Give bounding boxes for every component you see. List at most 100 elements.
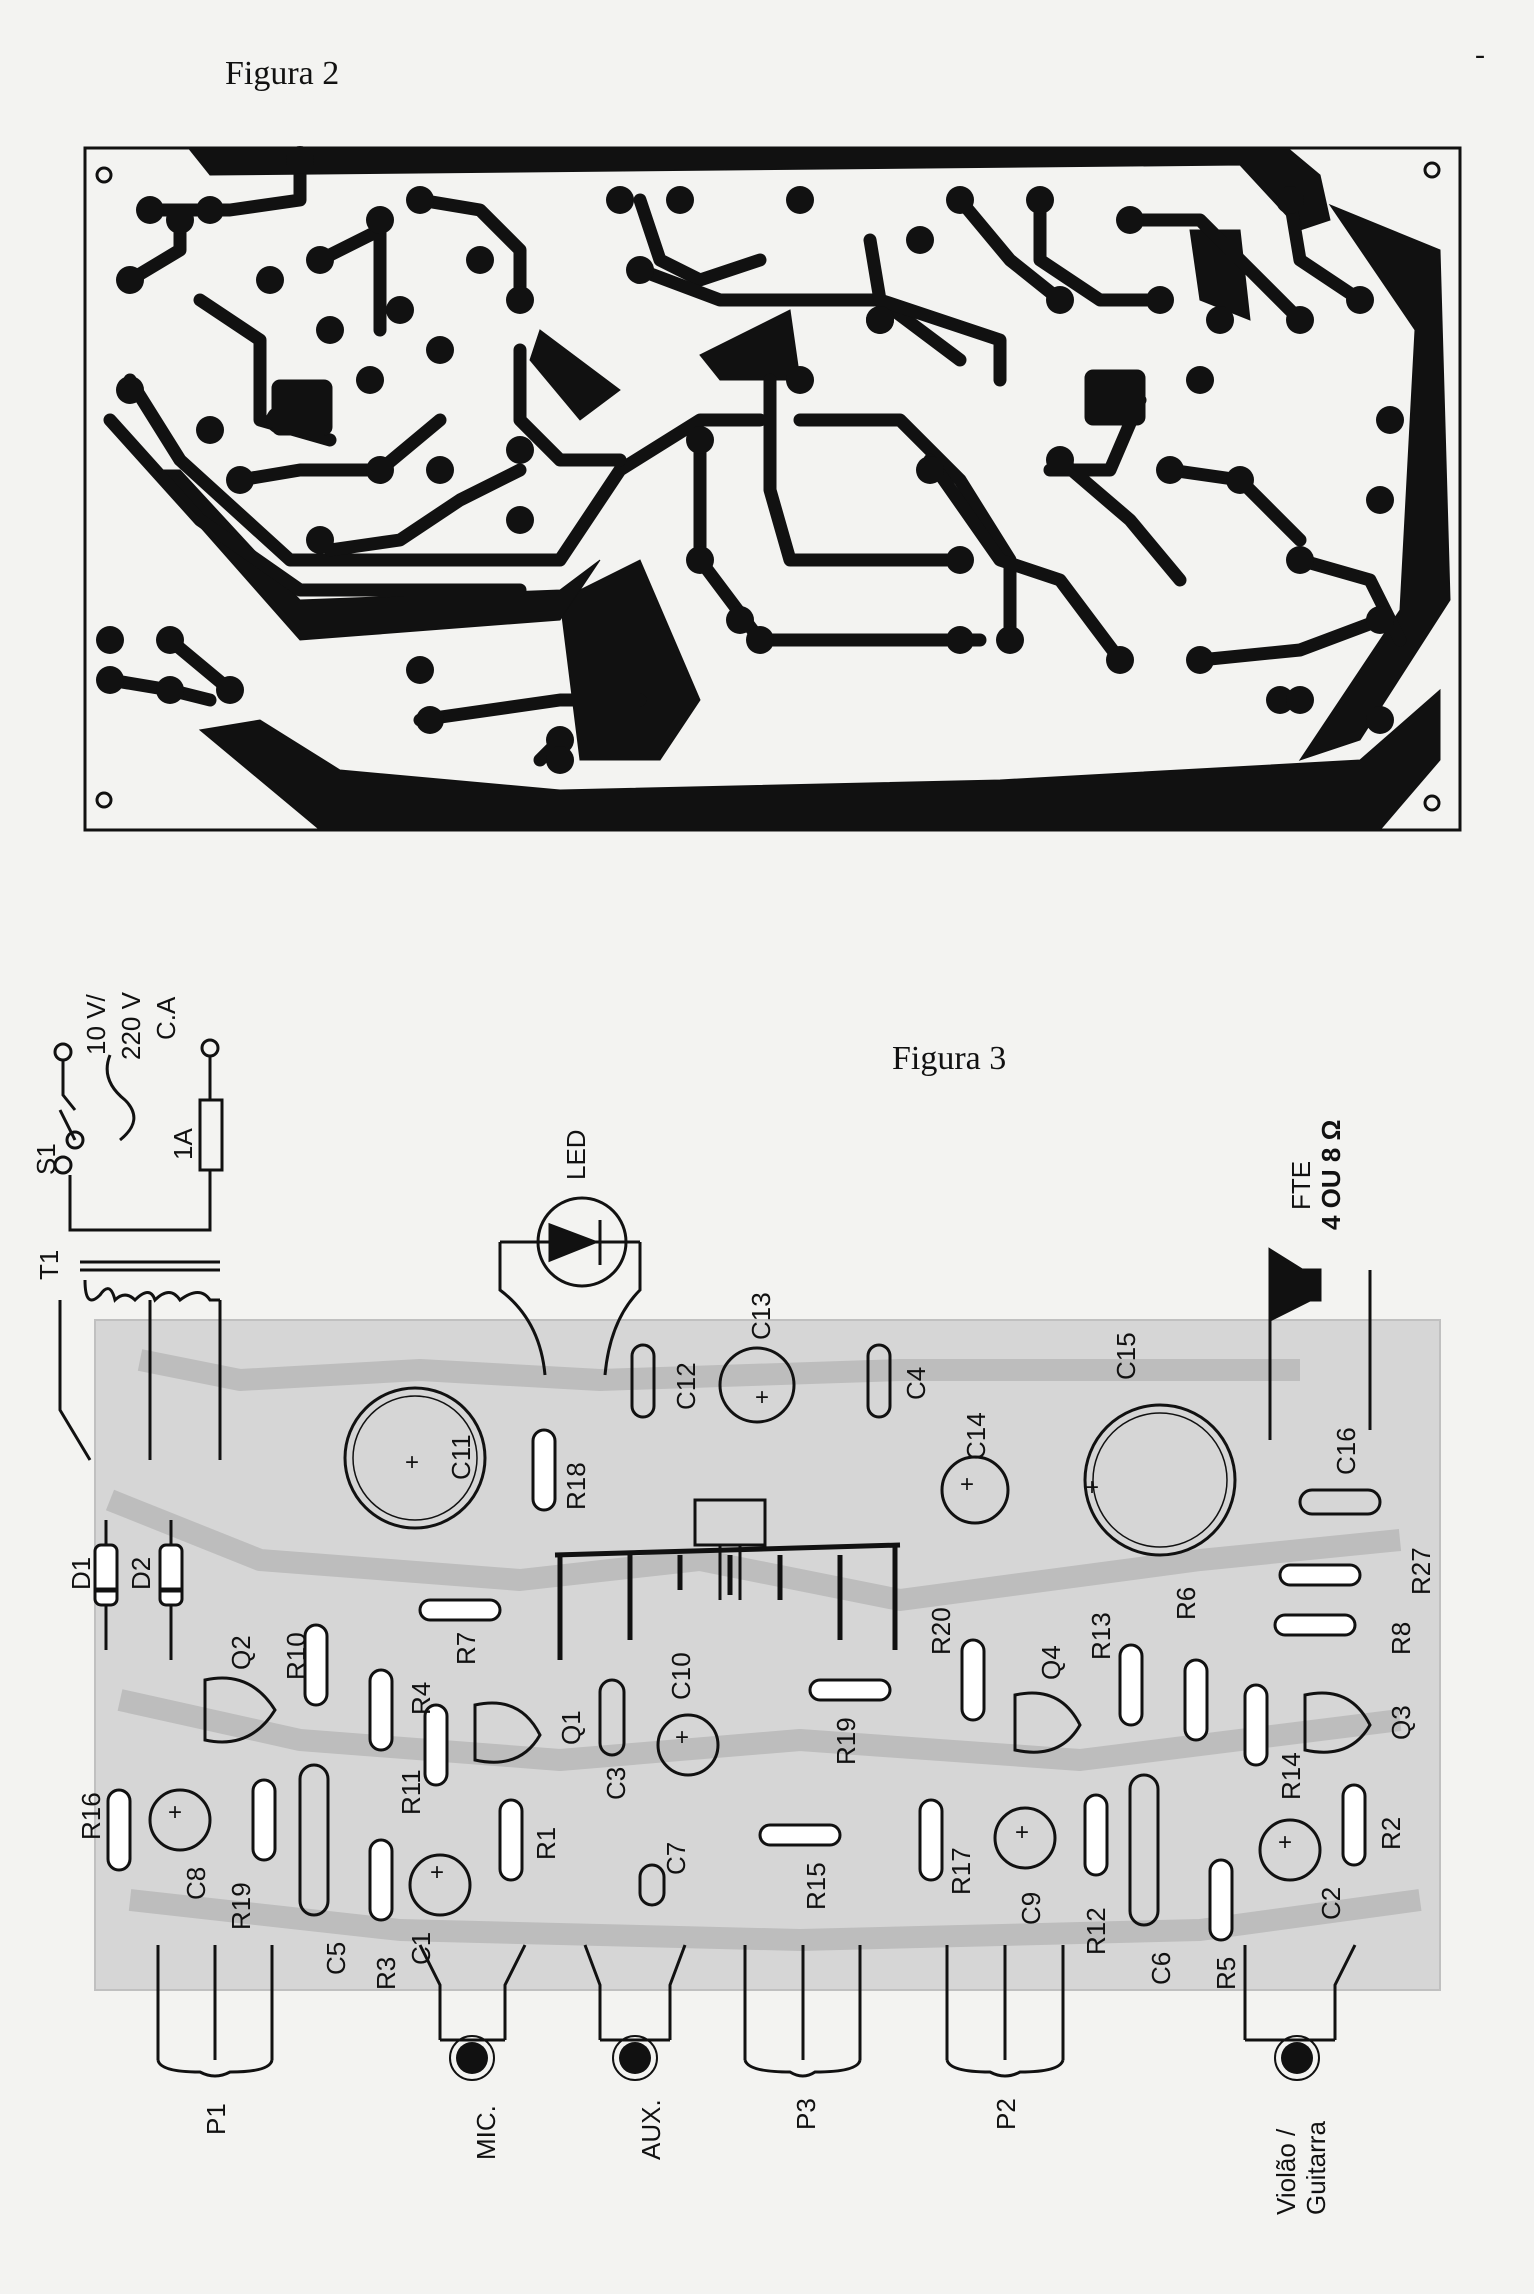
label-C12: C12	[671, 1362, 701, 1410]
cap-C5	[298, 1763, 330, 1917]
label-R5: R5	[1211, 1957, 1241, 1990]
resistor-R13	[1118, 1643, 1144, 1727]
resistor-R16	[106, 1788, 132, 1872]
svg-text:+: +	[675, 1724, 689, 1751]
jacks	[456, 2042, 1313, 2074]
label-C2: C2	[1316, 1887, 1346, 1920]
label-voltage-2: 220 V	[116, 991, 146, 1060]
label-C9: C9	[1016, 1892, 1046, 1925]
cap-C4	[866, 1343, 892, 1419]
label-guitar-2: Guitarra	[1301, 2121, 1331, 2215]
transistor-Q3	[1303, 1691, 1372, 1754]
label-C8: C8	[181, 1867, 211, 1900]
resistor-R11	[423, 1703, 449, 1787]
pcb-copper-layout	[83, 146, 1462, 832]
label-C13: C13	[746, 1292, 776, 1340]
label-transformer: T1	[34, 1250, 64, 1280]
label-R7: R7	[451, 1632, 481, 1665]
label-R16: R16	[76, 1792, 106, 1840]
resistor-R19b	[808, 1678, 892, 1702]
label-speaker-2: 4 OU 8 Ω	[1316, 1120, 1346, 1230]
label-C10: C10	[666, 1652, 696, 1700]
speaker-symbol	[1268, 1247, 1372, 1440]
cap-C13	[718, 1346, 796, 1424]
resistor-R20	[960, 1638, 986, 1722]
connection-leads	[156, 1944, 1357, 2078]
fuse-body	[198, 1098, 224, 1172]
resistor-R2	[1341, 1783, 1367, 1867]
resistor-R6	[1183, 1658, 1209, 1742]
resistor-R4	[368, 1668, 394, 1752]
label-p2: P2	[991, 2098, 1021, 2130]
label-C11: C11	[446, 1434, 476, 1480]
diode-D1	[93, 1543, 119, 1607]
label-C7: C7	[661, 1842, 691, 1875]
jack-mic	[456, 2042, 488, 2074]
label-fuse: 1A	[168, 1128, 198, 1160]
label-R19a: R19	[226, 1882, 256, 1930]
label-aux: AUX.	[636, 2099, 666, 2160]
label-R8: R8	[1386, 1622, 1416, 1655]
label-C1: C1	[406, 1932, 436, 1965]
label-mic: MIC.	[471, 2105, 501, 2160]
label-R17: R17	[946, 1847, 976, 1895]
label-R14: R14	[1276, 1752, 1306, 1800]
resistor-R10	[303, 1623, 329, 1707]
label-R3: R3	[371, 1957, 401, 1990]
resistor-R5	[1208, 1858, 1234, 1942]
label-R10: R10	[281, 1632, 311, 1680]
label-speaker-1: FTE	[1286, 1161, 1316, 1210]
label-Q3: Q3	[1386, 1705, 1416, 1740]
label-R2: R2	[1376, 1817, 1406, 1850]
cap-C14	[940, 1455, 1010, 1525]
svg-text:+: +	[960, 1471, 974, 1498]
label-p1: P1	[201, 2103, 231, 2135]
resistor-R3	[368, 1838, 394, 1922]
label-C4: C4	[901, 1367, 931, 1400]
cap-C2	[1258, 1818, 1322, 1882]
label-C15: C15	[1111, 1332, 1141, 1380]
led-symbol	[498, 1196, 642, 1376]
jack-guitar	[1281, 2042, 1313, 2074]
jack-aux	[619, 2042, 651, 2074]
cap-C1	[408, 1853, 472, 1917]
transistor-Q1	[473, 1701, 542, 1764]
svg-text:+: +	[755, 1384, 769, 1411]
power-input	[53, 1038, 224, 1461]
label-R18: R18	[561, 1462, 591, 1510]
placement-diagram: ++ ++ ++ ++ +	[31, 991, 1441, 2215]
cap-C15	[1083, 1403, 1237, 1557]
resistor-R1	[498, 1798, 524, 1882]
label-R11: R11	[396, 1769, 426, 1815]
heat-sink	[554, 1498, 901, 1660]
label-C3: C3	[601, 1767, 631, 1800]
resistor-R7	[418, 1598, 502, 1622]
svg-text:+: +	[1085, 1474, 1099, 1501]
label-guitar-1: Violão /	[1271, 2128, 1301, 2215]
label-R4: R4	[406, 1682, 436, 1715]
label-R15: R15	[801, 1862, 831, 1910]
cap-C6	[1128, 1773, 1160, 1927]
label-Q2: Q2	[226, 1635, 256, 1670]
resistor-R12	[1083, 1793, 1109, 1877]
cap-C12	[630, 1343, 656, 1419]
electrolytic-capacitors	[148, 1346, 1322, 1917]
resistors	[106, 1428, 1367, 1942]
film-capacitors	[298, 1343, 1382, 1927]
svg-text:+: +	[430, 1859, 444, 1886]
resistor-R14	[1243, 1683, 1269, 1767]
label-R13: R13	[1086, 1612, 1116, 1660]
resistor-R8	[1273, 1613, 1357, 1637]
label-C14: C14	[961, 1412, 991, 1460]
cap-C7	[638, 1863, 666, 1907]
label-C5: C5	[321, 1942, 351, 1975]
label-R27: R27	[1406, 1547, 1436, 1595]
cap-C11	[343, 1386, 487, 1530]
page-mark: -	[1475, 38, 1485, 71]
label-D2: D2	[126, 1557, 156, 1590]
resistor-R19a	[251, 1778, 277, 1862]
pcb-pads	[96, 146, 1404, 774]
cap-C3	[598, 1678, 626, 1757]
label-C6: C6	[1146, 1952, 1176, 1985]
cap-C9	[993, 1806, 1057, 1870]
